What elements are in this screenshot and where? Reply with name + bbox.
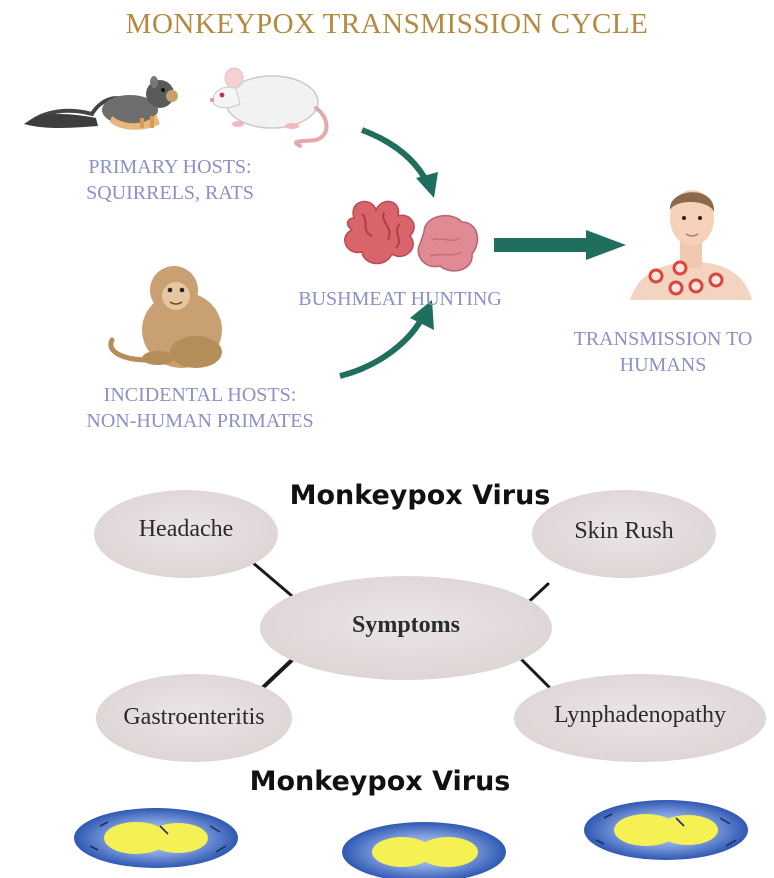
virus-particle-3 — [584, 800, 748, 860]
node-lymph-label: Lynphadenopathy — [514, 702, 766, 729]
primary-hosts-line2: SQUIRRELS, RATS — [40, 180, 300, 206]
primary-hosts-label: PRIMARY HOSTS: SQUIRRELS, RATS — [40, 154, 300, 206]
node-gastro-label: Gastroenteritis — [96, 704, 292, 731]
bushmeat-label: BUSHMEAT HUNTING — [262, 286, 538, 312]
bushmeat-text: BUSHMEAT HUNTING — [262, 286, 538, 312]
humans-line2: HUMANS — [552, 352, 774, 378]
node-skin-label: Skin Rush — [534, 518, 714, 545]
meat-icon — [345, 201, 478, 270]
humans-line1: TRANSMISSION TO — [552, 326, 774, 352]
rat-icon — [210, 68, 327, 146]
incidental-hosts-line1: INCIDENTAL HOSTS: — [50, 382, 350, 408]
incidental-hosts-label: INCIDENTAL HOSTS: NON-HUMAN PRIMATES — [50, 382, 350, 434]
human-rash-icon — [630, 190, 752, 300]
virus-section-title: Monkeypox Virus — [200, 766, 560, 797]
node-center-label: Symptoms — [306, 612, 506, 639]
virus-particle-1 — [74, 808, 238, 868]
arrow-hosts-to-bushmeat — [362, 130, 438, 198]
node-headache-label: Headache — [96, 516, 276, 543]
humans-label: TRANSMISSION TO HUMANS — [552, 326, 774, 378]
symptoms-section-title: Monkeypox Virus — [260, 480, 580, 511]
squirrel-icon — [24, 76, 178, 130]
arrow-bushmeat-to-humans — [494, 230, 626, 260]
monkey-icon — [111, 266, 222, 368]
incidental-hosts-line2: NON-HUMAN PRIMATES — [50, 408, 350, 434]
primary-hosts-line1: PRIMARY HOSTS: — [40, 154, 300, 180]
virus-particle-2 — [342, 822, 506, 878]
